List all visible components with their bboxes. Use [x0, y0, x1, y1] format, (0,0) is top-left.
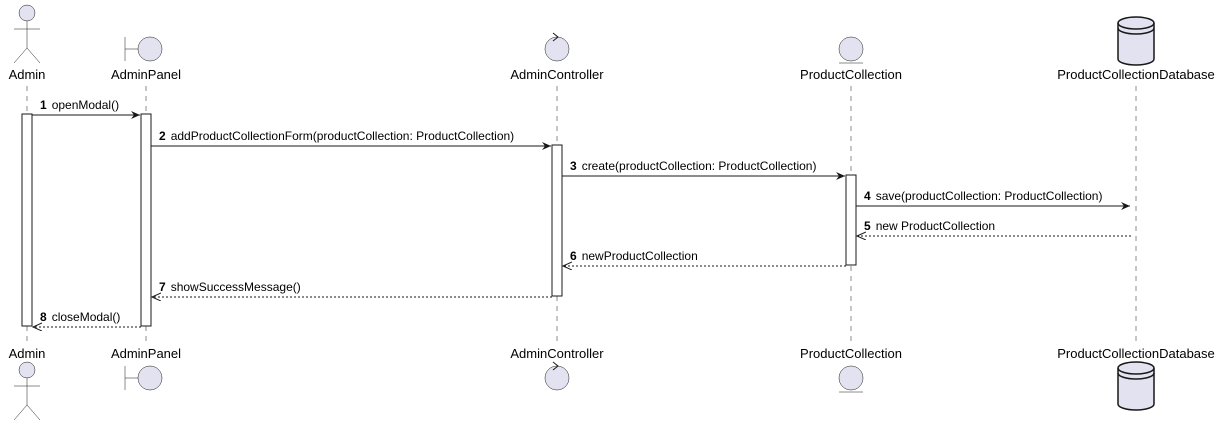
- message-number: 3: [570, 159, 577, 173]
- database-icon: [1117, 16, 1155, 66]
- message-label: new ProductCollection: [876, 219, 995, 233]
- message-label: create(productCollection: ProductCollect…: [582, 159, 817, 173]
- message-2: 2 addProductCollectionForm(productCollect…: [151, 129, 551, 150]
- participant-name: ProductCollection: [800, 346, 902, 361]
- message-number: 6: [570, 249, 577, 263]
- participant-name: AdminPanel: [111, 346, 181, 361]
- entity-icon: [838, 36, 864, 64]
- boundary-icon: [124, 365, 163, 391]
- message-label: addProductCollectionForm(productCollecti…: [171, 129, 515, 143]
- message-7: 7 showSuccessMessage(): [152, 280, 552, 297]
- participant-ctrl-bottom: AdminController: [510, 346, 604, 391]
- message-number: 4: [864, 189, 871, 203]
- participant-panel-top: AdminPanel: [111, 36, 181, 82]
- participant-name: ProductCollectionDatabase: [1057, 67, 1215, 82]
- participant-name: ProductCollectionDatabase: [1057, 346, 1215, 361]
- participant-name: ProductCollection: [800, 67, 902, 82]
- actor-icon: [13, 361, 41, 421]
- message-1: 1 openModal(): [32, 98, 140, 119]
- activation-bar-ctrl: [551, 144, 563, 297]
- message-4: 4 save(productCollection: ProductCollecti…: [856, 189, 1130, 210]
- participant-admin-bottom: Admin: [9, 346, 46, 421]
- message-label: save(productCollection: ProductCollectio…: [876, 189, 1103, 203]
- participant-db-top: ProductCollectionDatabase: [1057, 16, 1215, 82]
- entity-icon: [838, 365, 864, 393]
- activation-bar-coll: [845, 174, 857, 266]
- message-label: openModal(): [52, 98, 119, 112]
- control-icon: [544, 32, 570, 62]
- message-label: newProductCollection: [582, 249, 698, 263]
- participant-admin-top: Admin: [9, 4, 46, 82]
- participant-name: Admin: [9, 67, 46, 82]
- participant-coll-top: ProductCollection: [800, 36, 902, 82]
- message-number: 1: [40, 98, 47, 112]
- participant-name: AdminController: [510, 67, 604, 82]
- activation-bar-panel: [140, 113, 152, 327]
- boundary-icon: [124, 36, 163, 62]
- message-6: 6 newProductCollection: [563, 249, 846, 266]
- control-icon: [544, 361, 570, 391]
- activation-bar-admin: [21, 113, 33, 327]
- participant-panel-bottom: AdminPanel: [111, 346, 181, 391]
- message-5: 5 new ProductCollection: [857, 219, 1131, 236]
- message-3: 3 create(productCollection: ProductCollec…: [562, 159, 845, 180]
- participant-name: AdminController: [510, 346, 604, 361]
- actor-icon: [13, 4, 41, 64]
- participant-coll-bottom: ProductCollection: [800, 346, 902, 393]
- database-icon: [1117, 361, 1155, 411]
- message-8: 8 closeModal(): [33, 310, 141, 327]
- message-label: closeModal(): [52, 310, 121, 324]
- participant-ctrl-top: AdminController: [510, 32, 604, 82]
- participant-db-bottom: ProductCollectionDatabase: [1057, 346, 1215, 411]
- participant-name: AdminPanel: [111, 67, 181, 82]
- message-number: 2: [159, 129, 166, 143]
- message-number: 7: [159, 280, 166, 294]
- message-number: 5: [864, 219, 871, 233]
- participant-name: Admin: [9, 346, 46, 361]
- message-number: 8: [40, 310, 47, 324]
- message-label: showSuccessMessage(): [171, 280, 301, 294]
